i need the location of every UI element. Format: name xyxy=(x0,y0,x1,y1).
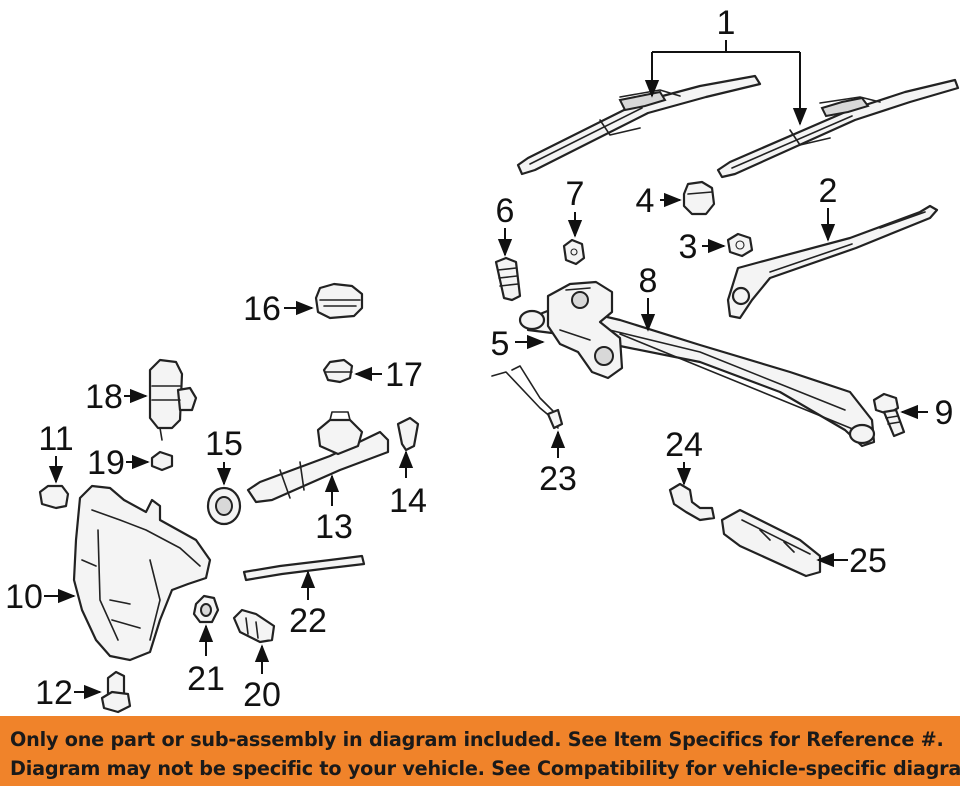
callout-3: 3 xyxy=(679,228,698,266)
wiper-blade-right xyxy=(716,78,960,179)
bolt-12 xyxy=(100,670,132,714)
callout-21: 21 xyxy=(187,660,225,698)
callout-24: 24 xyxy=(665,426,703,464)
callout-22: 22 xyxy=(289,602,327,640)
hose-23 xyxy=(491,365,564,430)
callout-18: 18 xyxy=(85,378,123,416)
grommet-17 xyxy=(322,358,354,384)
disclaimer-line-2: Diagram may not be specific to your vehi… xyxy=(10,757,960,780)
washer-pump-18 xyxy=(148,358,198,441)
filler-neck-13 xyxy=(246,411,390,504)
clip-14 xyxy=(396,416,420,452)
callout-8: 8 xyxy=(639,262,658,300)
callout-12: 12 xyxy=(35,674,73,712)
wiper-arm xyxy=(726,204,939,320)
callout-1-leaders xyxy=(644,40,808,126)
callout-10: 10 xyxy=(5,578,43,616)
callout-15: 15 xyxy=(205,425,243,463)
nut-7 xyxy=(562,238,586,266)
callout-11: 11 xyxy=(38,420,73,458)
callout-25: 25 xyxy=(849,542,887,580)
callout-13: 13 xyxy=(315,508,353,546)
callout-6: 6 xyxy=(496,192,515,230)
bushing-6 xyxy=(494,256,522,302)
callout-23: 23 xyxy=(539,460,577,498)
callout-17: 17 xyxy=(385,356,423,394)
screw-19 xyxy=(150,450,174,472)
grommet-15 xyxy=(206,486,242,526)
wiper-blade-left xyxy=(516,74,762,176)
seal-strip-22 xyxy=(242,554,366,582)
callout-4: 4 xyxy=(636,182,655,220)
grommet-21 xyxy=(192,594,220,624)
disclaimer-line-1: Only one part or sub-assembly in diagram… xyxy=(10,728,944,751)
bolt-9 xyxy=(872,392,906,438)
callout-7: 7 xyxy=(566,175,585,213)
bracket-25 xyxy=(720,508,822,578)
sensor-20 xyxy=(232,608,276,644)
callout-14: 14 xyxy=(389,482,427,520)
callout-5: 5 xyxy=(491,325,510,363)
wiper-motor xyxy=(546,280,624,380)
callout-16: 16 xyxy=(243,290,281,328)
parts-diagram: 1 2 3 4 6 7 xyxy=(5,4,960,714)
callout-2: 2 xyxy=(819,172,838,210)
clip-11 xyxy=(38,484,70,510)
connector-24 xyxy=(668,482,716,522)
callout-9: 9 xyxy=(935,394,954,432)
washer-reservoir-10 xyxy=(72,484,212,662)
cap-4 xyxy=(682,180,716,216)
callout-19: 19 xyxy=(87,444,125,482)
filler-cap-16 xyxy=(314,282,364,320)
callout-20: 20 xyxy=(243,676,281,714)
nut-3 xyxy=(726,232,754,258)
disclaimer-banner: Only one part or sub-assembly in diagram… xyxy=(0,716,960,786)
callout-1: 1 xyxy=(717,4,736,42)
